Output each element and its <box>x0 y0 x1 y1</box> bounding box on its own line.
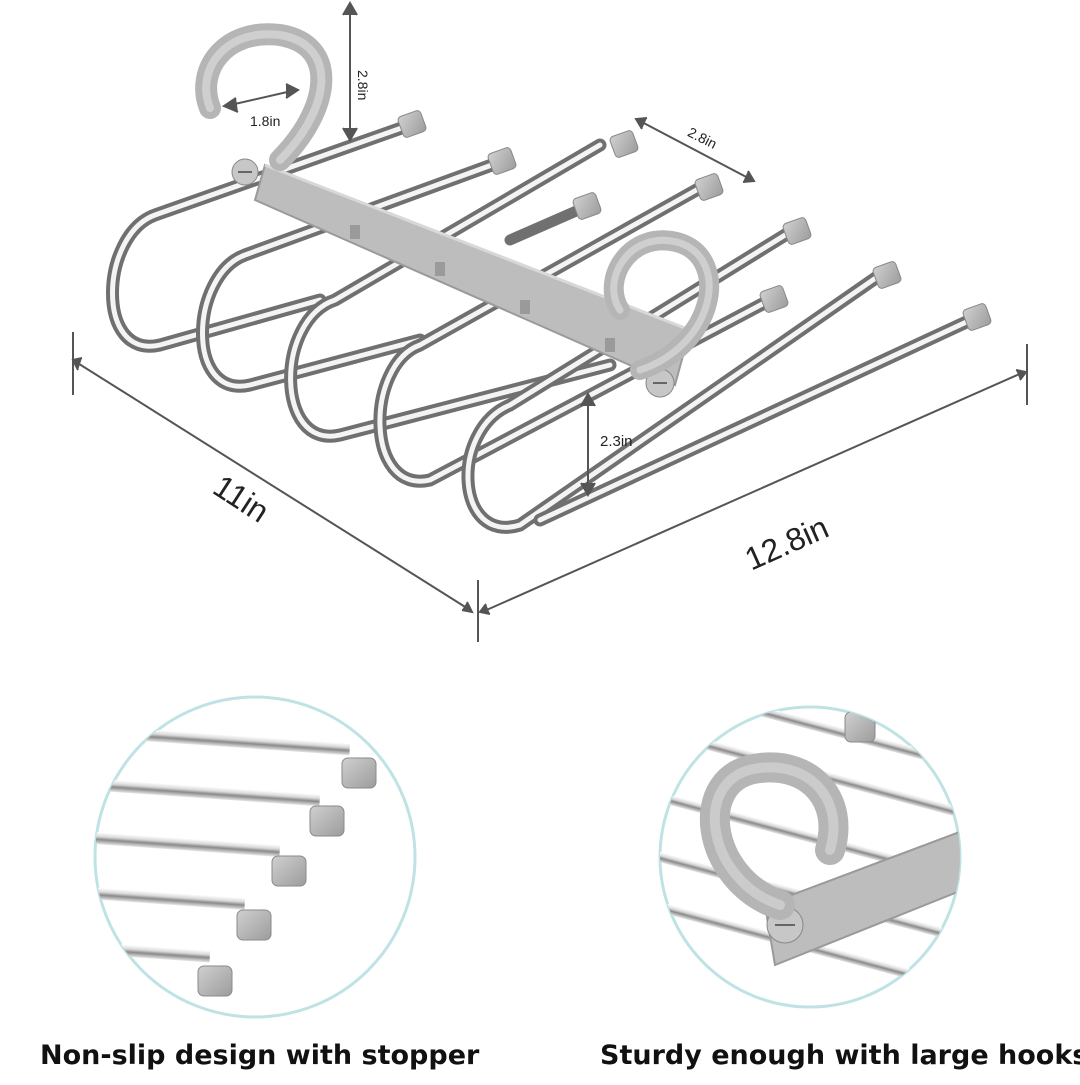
label-hook-opening: 1.8in <box>250 113 280 129</box>
stopper-2 <box>487 147 517 175</box>
rod-stoppers <box>397 110 992 331</box>
rod-4 <box>373 181 777 488</box>
stopper-6 <box>782 217 812 245</box>
rod-1 <box>106 118 417 353</box>
label-width: 12.8in <box>739 509 833 577</box>
caption-stopper: Non-slip design with stopper <box>40 1040 480 1071</box>
stopper-3 <box>609 130 639 158</box>
inset-stoppers <box>93 695 417 1019</box>
stopper-9 <box>962 303 992 331</box>
label-hook-height: 2.8in <box>355 70 371 100</box>
stopper-5 <box>694 173 724 201</box>
inset-stopper-caps <box>197 757 377 997</box>
rod-3 <box>284 138 617 443</box>
rod-5 <box>461 225 887 534</box>
stopper-1 <box>397 110 427 138</box>
top-hook <box>195 23 333 171</box>
caption-hooks: Sturdy enough with large hooks <box>600 1040 1080 1071</box>
dimension-lines <box>71 1 1028 642</box>
stopper-8 <box>759 285 789 313</box>
rod-2 <box>196 155 507 393</box>
stopper-7 <box>872 261 902 289</box>
label-depth: 11in <box>207 468 275 530</box>
inset-hook <box>658 705 962 1009</box>
label-loop-height: 2.3in <box>600 433 633 450</box>
bottom-hook <box>603 230 720 380</box>
stopper-4 <box>572 192 602 220</box>
